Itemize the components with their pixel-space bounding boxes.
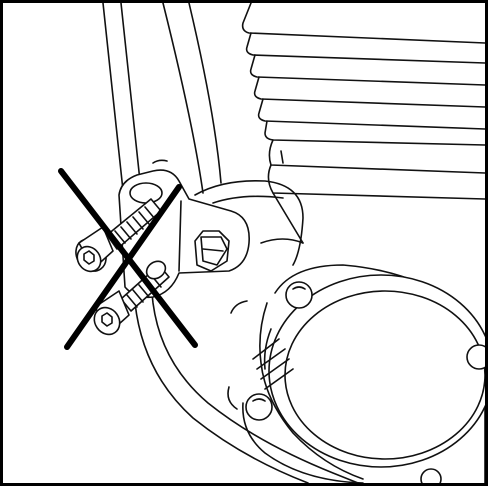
cover-screw	[285, 281, 313, 309]
frame-downtube	[102, 3, 359, 483]
cylinder-with-fins	[241, 3, 485, 244]
cover-screw	[466, 344, 485, 370]
cover-screw	[420, 468, 442, 483]
cover-plate	[227, 264, 485, 483]
socket-head-bolt	[75, 198, 162, 273]
engine-mount-illustration	[58, 3, 485, 483]
socket-head-bolt	[93, 260, 170, 336]
hex-nut	[194, 230, 230, 272]
cover-screw	[245, 393, 273, 421]
cross-out-x	[58, 168, 198, 350]
crankcase-body	[194, 179, 304, 314]
